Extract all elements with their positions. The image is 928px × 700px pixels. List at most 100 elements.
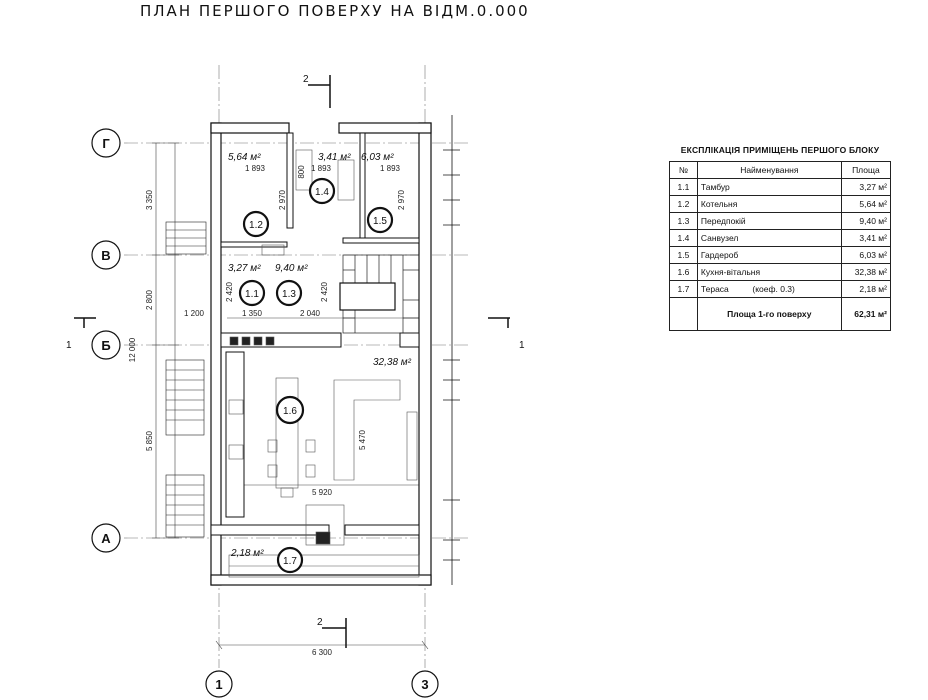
section-label-right: 1 <box>519 340 525 351</box>
row-name: Тамбур <box>696 178 842 196</box>
axis-bubble-g <box>91 128 121 158</box>
header-num: № <box>669 161 698 179</box>
axis-label-1: 1 <box>215 677 222 692</box>
axis-label-3: 3 <box>421 677 428 692</box>
dimension-lines <box>152 142 429 650</box>
room-markers: 1.2 1.4 1.5 1.1 1.3 1.6 1.7 <box>238 177 394 574</box>
header-area: Площа <box>840 161 892 179</box>
area-label-1.7: 2,18 м² <box>230 548 264 559</box>
dim-3350: 3 350 <box>145 189 154 210</box>
entrance-steps <box>165 221 207 538</box>
row-area: 3,41 м² <box>840 229 892 247</box>
room-number-1.1: 1.1 <box>245 289 259 300</box>
row-area: 6,03 м² <box>840 246 892 264</box>
row-num: 1.5 <box>669 246 698 264</box>
row-name: Передпокій <box>696 212 842 230</box>
row-num: 1.7 <box>669 280 698 298</box>
schedule-title: ЕКСПЛІКАЦІЯ ПРИМІЩЕНЬ ПЕРШОГО БЛОКУ <box>680 145 880 155</box>
area-label-1.1: 3,27 м² <box>228 263 261 274</box>
dim-2970a: 2 970 <box>278 189 287 210</box>
row-area: 32,38 м² <box>840 263 892 281</box>
room-marker-1.5 <box>366 206 394 234</box>
dim-2040: 2 040 <box>300 309 321 318</box>
room-number-1.6: 1.6 <box>283 406 297 417</box>
stair <box>339 254 420 334</box>
row-area: 9,40 м² <box>840 212 892 230</box>
room-number-1.5: 1.5 <box>373 216 387 227</box>
row-area: 3,27 м² <box>840 178 892 196</box>
dim-2420b: 2 420 <box>320 281 329 302</box>
row-num: 1.2 <box>669 195 698 213</box>
header-name: Найменування <box>696 161 842 179</box>
row-name: Кухня-вітальня <box>696 263 842 281</box>
dim-12000: 12 000 <box>128 337 137 362</box>
axis-label-g: Г <box>102 136 110 151</box>
room-marker-1.2 <box>242 210 270 238</box>
total-num <box>669 297 698 331</box>
row-num: 1.3 <box>669 212 698 230</box>
room-number-1.7: 1.7 <box>283 556 297 567</box>
room-number-1.3: 1.3 <box>282 289 296 300</box>
total-area: 62,31 м² <box>840 297 892 331</box>
room-number-1.2: 1.2 <box>249 220 263 231</box>
axis-bubble-b <box>91 330 121 360</box>
axis-bubble-a <box>91 523 121 553</box>
row-area: 5,64 м² <box>840 195 892 213</box>
schedule-total-row: Площа 1-го поверху 62,31 м² <box>669 297 892 331</box>
dim-6300: 6 300 <box>312 648 333 657</box>
dim-1893b: 1 893 <box>311 164 332 173</box>
axis-markers: Г В Б А 1 3 <box>91 128 439 698</box>
area-label-1.3: 9,40 м² <box>275 263 308 274</box>
room-marker-1.3 <box>275 279 303 307</box>
dim-2970b: 2 970 <box>397 189 406 210</box>
row-name: Тераса (коеф. 0.3) <box>696 280 842 298</box>
room-number-1.4: 1.4 <box>315 187 329 198</box>
axis-bubble-3 <box>411 670 439 698</box>
dim-2800: 2 800 <box>145 289 154 310</box>
dim-1893a: 1 893 <box>245 164 266 173</box>
area-label-1.5: 6,03 м² <box>361 152 394 163</box>
dim-1200: 1 200 <box>184 309 205 318</box>
axis-label-v: В <box>101 248 110 263</box>
section-label-left: 1 <box>66 340 72 351</box>
total-label: Площа 1-го поверху <box>696 297 842 331</box>
axis-label-a: А <box>101 531 111 546</box>
area-label-1.2: 5,64 м² <box>228 152 261 163</box>
dim-800: 800 <box>297 165 306 179</box>
axis-bubble-v <box>91 240 121 270</box>
dim-1893c: 1 893 <box>380 164 401 173</box>
dim-2420a: 2 420 <box>225 281 234 302</box>
section-label-bottom: 2 <box>317 617 323 628</box>
area-label-1.4: 3,41 м² <box>318 152 351 163</box>
room-schedule: ЕКСПЛІКАЦІЯ ПРИМІЩЕНЬ ПЕРШОГО БЛОКУ № На… <box>669 145 892 331</box>
row-num: 1.4 <box>669 229 698 247</box>
dim-5850: 5 850 <box>145 430 154 451</box>
dim-5470: 5 470 <box>358 429 367 450</box>
furniture <box>228 149 420 578</box>
row-name: Санвузел <box>696 229 842 247</box>
dim-1350: 1 350 <box>242 309 263 318</box>
row-name: Котельня <box>696 195 842 213</box>
row-area: 2,18 м² <box>840 280 892 298</box>
row-name: Гардероб <box>696 246 842 264</box>
axis-bubble-1 <box>205 670 233 698</box>
room-marker-1.6 <box>275 395 305 425</box>
room-marker-1.4 <box>308 177 336 205</box>
dim-5920: 5 920 <box>312 488 333 497</box>
room-marker-1.7 <box>276 546 304 574</box>
interior-walls <box>210 132 420 536</box>
schedule-header-row: № Найменування Площа <box>669 161 892 179</box>
room-marker-1.1 <box>238 279 266 307</box>
facade-hatch <box>443 115 460 585</box>
area-label-1.6: 32,38 м² <box>373 357 412 368</box>
axis-label-b: Б <box>101 338 110 353</box>
